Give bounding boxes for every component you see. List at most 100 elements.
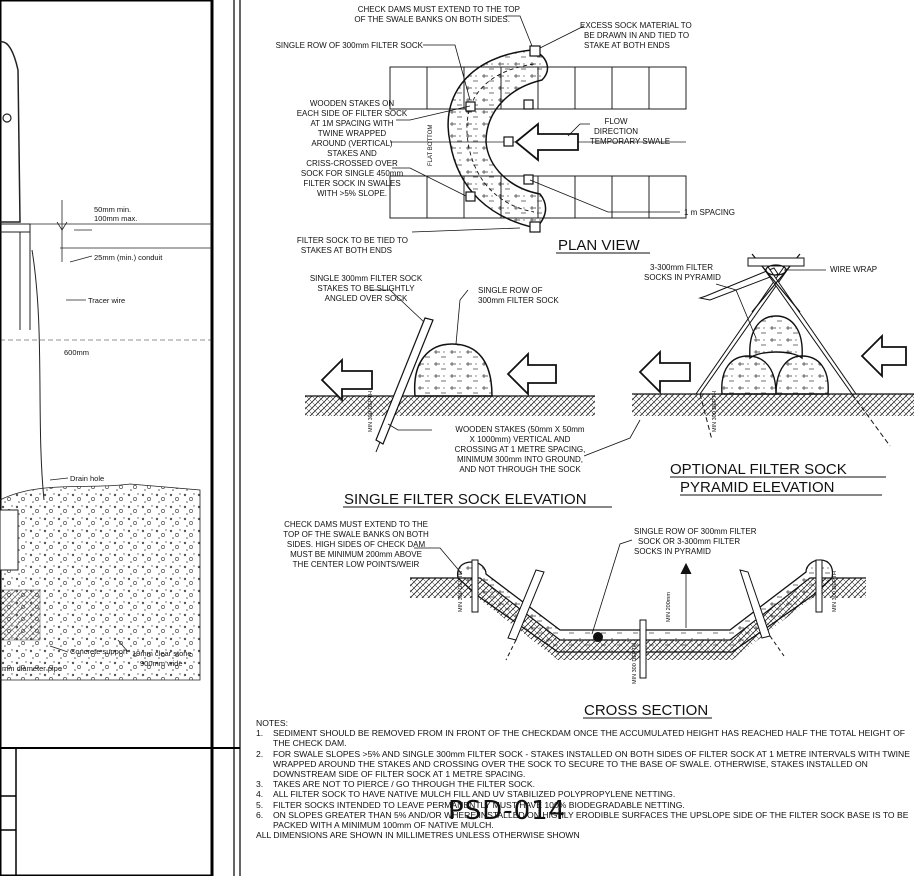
row-line: SINGLE ROW OF 300mm FILTER <box>634 527 757 536</box>
cross-section: CHECK DAMS MUST EXTEND TO THE TOP OF THE… <box>283 520 866 719</box>
stakes-line: TWINE WRAPPED <box>318 129 387 138</box>
check-line: MUST BE MINIMUM 200mm ABOVE <box>290 550 422 559</box>
flow-direction-arrow-icon <box>514 122 579 162</box>
cross-stakes <box>471 559 823 679</box>
flow-label-1: FLOW <box>604 117 628 126</box>
stone-width-label: 900mm wide <box>140 659 183 668</box>
note-text: FILTER SOCKS INTENDED TO LEAVE PERMANENT… <box>273 799 685 810</box>
flat-bottom-label: FLAT BOTTOM <box>428 125 434 166</box>
spec-line: AND NOT THROUGH THE SOCK <box>459 465 581 474</box>
excess-sock-label-2: BE DRAWN IN AND TIED TO <box>584 31 689 40</box>
single-stakes-label-3: ANGLED OVER SOCK <box>325 294 408 303</box>
note-number: 1. <box>256 728 264 739</box>
row-line: SOCK OR 3-300mm FILTER <box>638 537 740 546</box>
flow-label-2: DIRECTION <box>594 127 638 136</box>
stakes-line: AROUND (VERTICAL) <box>311 139 393 148</box>
single-elevation-title: SINGLE FILTER SOCK ELEVATION <box>344 491 587 508</box>
single-min-depth-label: MIN 300 DEPTH <box>368 391 374 432</box>
check-line: THE CENTER LOW POINTS/WEIR <box>293 560 420 569</box>
dim-600-label: 600mm <box>64 348 89 357</box>
pyramid-title-1: OPTIONAL FILTER SOCK <box>670 461 847 478</box>
wire-wrap-label: WIRE WRAP <box>830 265 877 274</box>
cross-filter-sock <box>456 559 834 653</box>
note-item: 2. FOR SWALE SLOPES >5% AND SINGLE 300mm … <box>256 749 911 780</box>
single-flow-arrow-left-icon <box>320 357 373 403</box>
title-block <box>212 0 241 876</box>
drain-hole-label: Drain hole <box>70 474 104 483</box>
single-row-label-1: SINGLE ROW OF <box>478 286 543 295</box>
pipe-diameter-label: mm diameter pipe <box>2 664 62 673</box>
note-number: 6. <box>256 809 264 820</box>
wooden-stakes-spec: WOODEN STAKES (50mm X 50mm X 1000mm) VER… <box>455 425 586 474</box>
single-sock-elevation: SINGLE 300mm FILTER SOCK STAKES TO BE SL… <box>305 274 641 508</box>
stakes-line: CRISS-CROSSED OVER <box>306 159 398 168</box>
left-detail-panel: 50mm min. 100mm max. 25mm (min.) conduit… <box>0 0 214 876</box>
pyramid-label-1: 3-300mm FILTER <box>650 263 713 272</box>
single-row-label: SINGLE ROW OF 300mm FILTER SOCK <box>276 41 424 50</box>
pyramid-socks <box>721 315 829 395</box>
check-line: CHECK DAMS MUST EXTEND TO THE <box>284 520 428 529</box>
single-stakes-label-2: STAKES TO BE SLIGHTLY <box>317 284 415 293</box>
stakes-line: SOCK FOR SINGLE 450mm <box>301 169 404 178</box>
drawing-code: PSD-014 <box>448 796 567 826</box>
dim-top-label: 50mm min. <box>94 205 131 214</box>
pyramid-min-depth-label: MIN 300 DEPTH <box>712 391 718 432</box>
check-line: TOP OF THE SWALE BANKS ON BOTH <box>283 530 429 539</box>
cross-section-title: CROSS SECTION <box>584 702 708 719</box>
check-dams-label-1: CHECK DAMS MUST EXTEND TO THE TOP <box>358 5 520 14</box>
note-number: 4. <box>256 789 264 800</box>
check-line: SIDES. HIGH SIDES OF CHECK DAM <box>287 540 426 549</box>
plan-filter-sock <box>447 49 549 229</box>
note-item: 5. FILTER SOCKS INTENDED TO LEAVE PERMANE… <box>256 800 911 810</box>
note-number: 5. <box>256 799 264 810</box>
cross-stake-icon <box>593 632 603 642</box>
note-item: 3.TAKES ARE NOT TO PIERCE / GO THROUGH T… <box>256 779 911 789</box>
cross-min-depth-left: MIN 300 DEPTH <box>458 571 464 612</box>
cross-min-depth-right: MIN 300 DEPTH <box>832 571 838 612</box>
note-item: 1. SEDIMENT SHOULD BE REMOVED FROM IN FRO… <box>256 728 911 748</box>
single-flow-arrow-right-icon <box>506 351 557 397</box>
notes-footer: ALL DIMENSIONS ARE SHOWN IN MILLIMETRES … <box>256 830 580 841</box>
cross-check-dams-label: CHECK DAMS MUST EXTEND TO THE TOP OF THE… <box>283 520 429 569</box>
spec-line: WOODEN STAKES (50mm X 50mm <box>455 425 585 434</box>
flow-label-3: TEMPORARY SWALE <box>590 137 670 146</box>
stakes-line: AT 1M SPACING WITH <box>310 119 393 128</box>
pyramid-label-2: SOCKS IN PYRAMID <box>644 273 721 282</box>
note-text: ON SLOPES GREATER THAN 5% AND/OR WHERE I… <box>273 809 909 831</box>
pyramid-elevation: 3-300mm FILTER SOCKS IN PYRAMID WIRE WRA… <box>632 253 914 496</box>
spec-line: CROSSING AT 1 METRE SPACING, <box>455 445 586 454</box>
cross-min-depth-center: MIN 300 DEPTH <box>632 643 638 684</box>
concrete-support-label: Concrete support <box>70 647 128 656</box>
stakes-line: FILTER SOCK IN SWALES <box>303 179 400 188</box>
conduit-label: 25mm (min.) conduit <box>94 253 163 262</box>
tracer-wire-label: Tracer wire <box>88 296 125 305</box>
single-stake <box>375 317 434 445</box>
note-text: FOR SWALE SLOPES >5% AND SINGLE 300mm FI… <box>273 748 910 780</box>
spec-line: MINIMUM 300mm INTO GROUND, <box>457 455 583 464</box>
plan-stakes <box>465 45 541 233</box>
note-text: SEDIMENT SHOULD BE REMOVED FROM IN FRONT… <box>273 728 906 749</box>
plan-view-title: PLAN VIEW <box>558 237 641 254</box>
spacing-label: 1 m SPACING <box>684 208 735 217</box>
pyramid-title-2: PYRAMID ELEVATION <box>680 479 834 496</box>
single-stakes-label-1: SINGLE 300mm FILTER SOCK <box>310 274 423 283</box>
pyramid-flow-arrow-right-icon <box>860 333 907 379</box>
single-row-label-2: 300mm FILTER SOCK <box>478 296 559 305</box>
note-item: 6. ON SLOPES GREATER THAN 5% AND/OR WHERE… <box>256 810 911 830</box>
dim-top-label-2: 100mm max. <box>94 214 137 223</box>
row-line: SOCKS IN PYRAMID <box>634 547 711 556</box>
stakes-line: WOODEN STAKES ON <box>310 99 395 108</box>
pyramid-flow-arrow-left-icon <box>638 349 691 395</box>
stakes-line: EACH SIDE OF FILTER SOCK <box>297 109 408 118</box>
single-filter-sock <box>413 343 493 397</box>
tied-label-1: FILTER SOCK TO BE TIED TO <box>297 236 408 245</box>
stakes-line: WITH >5% SLOPE. <box>317 189 387 198</box>
note-text: TAKES ARE NOT TO PIERCE / GO THROUGH THE… <box>273 779 535 790</box>
excess-sock-label-1: EXCESS SOCK MATERIAL TO <box>580 21 692 30</box>
min-200-label: MIN 200mm <box>666 592 672 622</box>
check-dams-label-2: OF THE SWALE BANKS ON BOTH SIDES. <box>354 15 510 24</box>
excess-sock-label-3: STAKE AT BOTH ENDS <box>584 41 670 50</box>
notes-heading: NOTES: <box>256 718 288 728</box>
note-number: 2. <box>256 748 264 759</box>
